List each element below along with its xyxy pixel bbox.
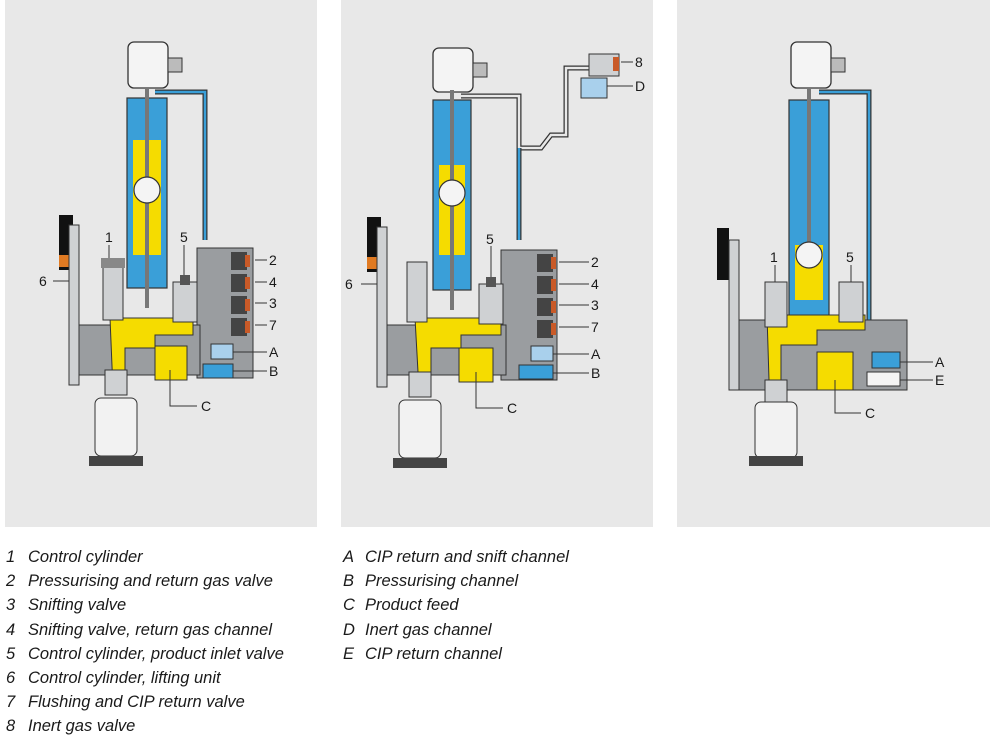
bottle-base <box>89 456 143 466</box>
label-3: 3 <box>591 297 599 313</box>
filling-valve-diagram-1: 1 5 6 2 4 3 7 A B C <box>39 41 279 466</box>
label-5: 5 <box>180 229 188 245</box>
product-feed <box>154 345 188 381</box>
label-8: 8 <box>635 54 643 70</box>
float-ball <box>133 176 161 204</box>
label-1: 1 <box>105 229 113 245</box>
inert-gas-tank <box>580 77 608 99</box>
label-5: 5 <box>846 249 854 265</box>
gas-line-inner <box>155 90 207 240</box>
label-7: 7 <box>269 317 277 333</box>
bottle <box>94 397 138 457</box>
channel-a <box>871 351 901 369</box>
label-B: B <box>269 363 278 379</box>
label-B: B <box>591 365 600 381</box>
diagram-panel-2: 5 6 2 4 3 7 A B C 8 D <box>341 0 653 527</box>
bottle <box>398 399 442 459</box>
label-D: D <box>635 78 645 94</box>
label-2: 2 <box>269 252 277 268</box>
control-head <box>432 47 474 93</box>
control-head <box>790 41 832 89</box>
label-7: 7 <box>591 319 599 335</box>
label-4: 4 <box>269 274 277 290</box>
label-5: 5 <box>486 231 494 247</box>
label-A: A <box>935 354 945 370</box>
label-1: 1 <box>770 249 778 265</box>
label-4: 4 <box>591 276 599 292</box>
label-C: C <box>201 398 211 414</box>
label-C: C <box>865 405 875 421</box>
diagram-panel-3: 1 5 A E C <box>677 0 990 527</box>
float-ball <box>795 241 823 269</box>
filling-valve-diagram-2: 5 6 2 4 3 7 A B C 8 D <box>345 47 645 468</box>
label-A: A <box>269 344 279 360</box>
channel-a <box>210 343 234 360</box>
channel-b <box>202 363 234 379</box>
filling-valve-diagram-3: 1 5 A E C <box>717 41 945 466</box>
label-3: 3 <box>269 295 277 311</box>
bottle <box>754 401 798 459</box>
diagram-panel-1: 1 5 6 2 4 3 7 A B C <box>5 0 317 527</box>
label-2: 2 <box>591 254 599 270</box>
label-6: 6 <box>39 273 47 289</box>
label-C: C <box>507 400 517 416</box>
valve-stack <box>231 252 247 336</box>
control-head <box>127 41 169 89</box>
label-6: 6 <box>345 276 353 292</box>
label-A: A <box>591 346 601 362</box>
connector <box>167 57 183 73</box>
channel-e <box>866 371 901 387</box>
float-ball <box>438 179 466 207</box>
label-E: E <box>935 372 944 388</box>
